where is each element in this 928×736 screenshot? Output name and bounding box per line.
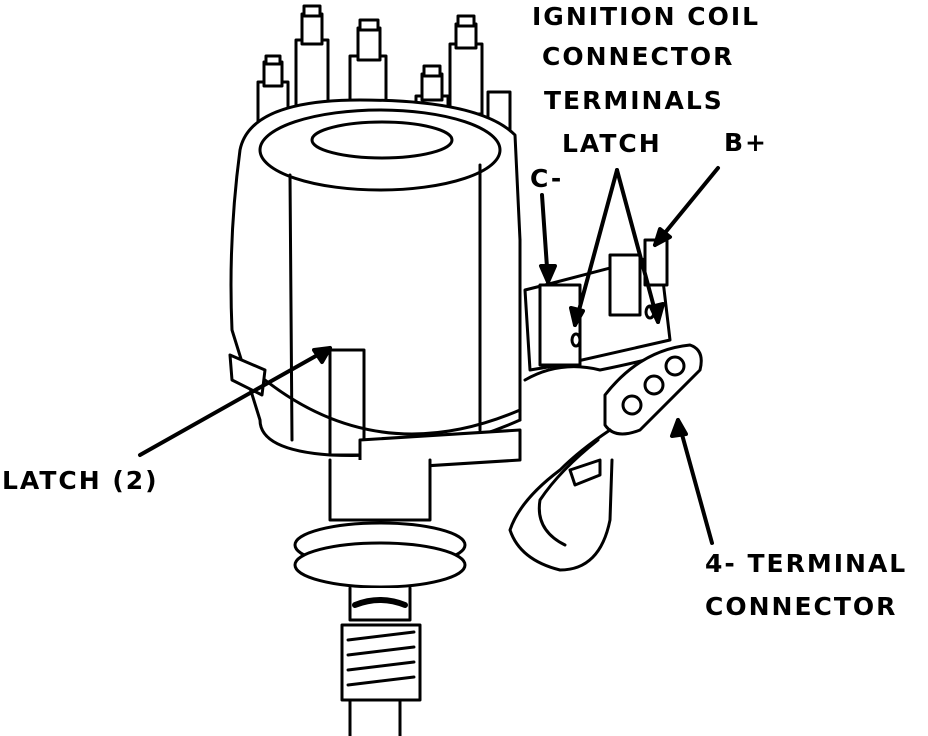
latch-2-label: LATCH (2)	[2, 466, 159, 495]
latch-label: LATCH	[562, 129, 662, 158]
distributor-housing	[293, 458, 467, 736]
four-terminal-label: 4- TERMINAL	[705, 549, 908, 578]
connector-2-label: CONNECTOR	[705, 592, 898, 621]
four-terminal-connector	[508, 343, 703, 572]
coil-connector	[523, 238, 682, 382]
leader-arrows	[138, 166, 720, 545]
b-plus-label: B+	[724, 128, 769, 157]
connector-label: CONNECTOR	[542, 42, 735, 71]
distributor-cap	[228, 98, 522, 472]
ignition-coil-label: IGNITION COIL	[532, 2, 761, 31]
terminals-label: TERMINALS	[544, 86, 724, 115]
c-minus-label: C-	[530, 164, 564, 193]
